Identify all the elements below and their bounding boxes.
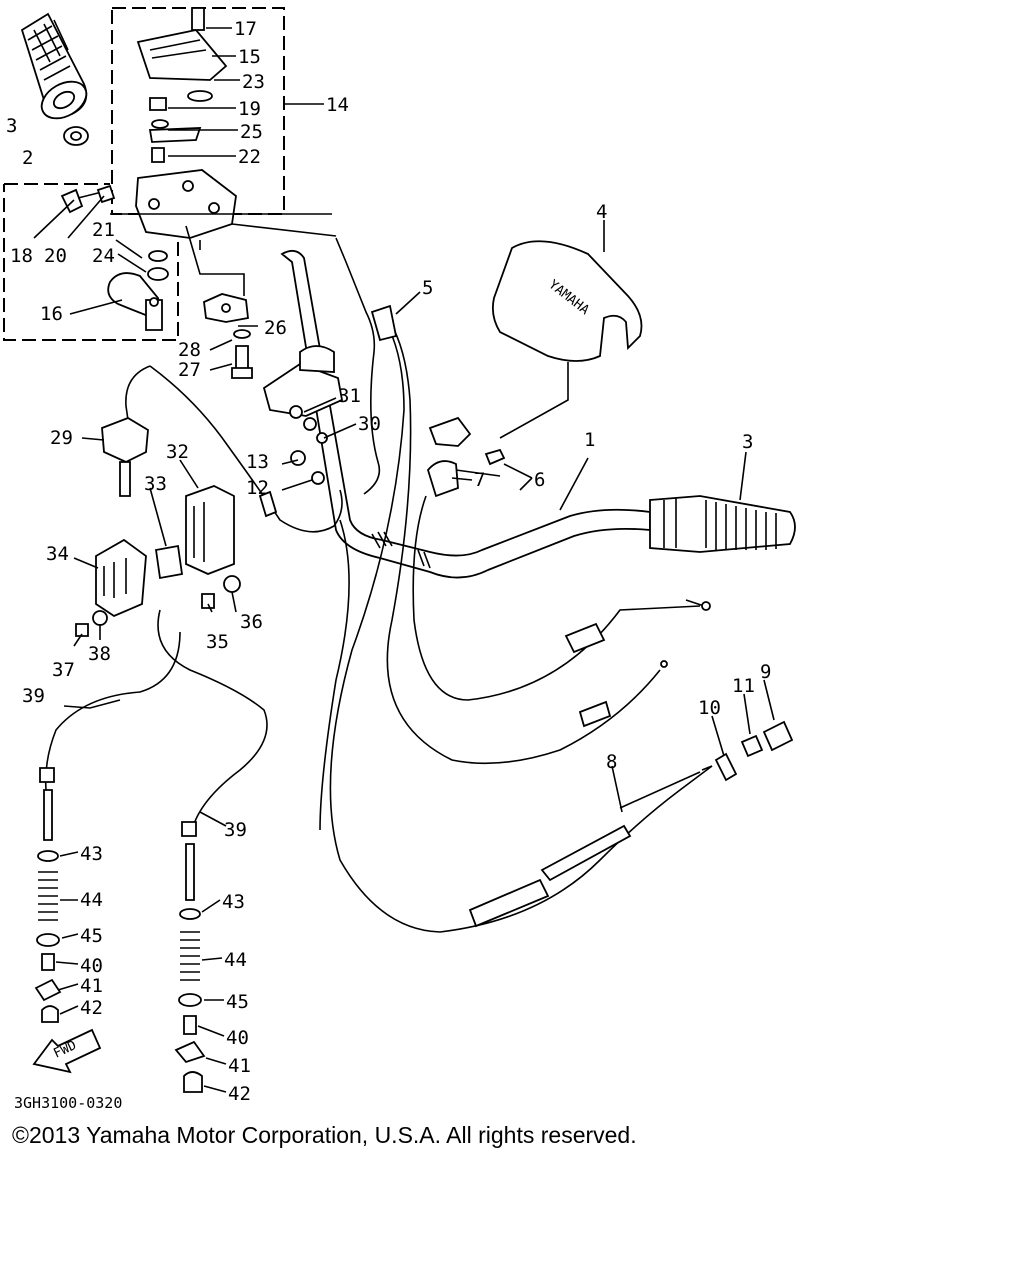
cover-34 bbox=[95, 538, 147, 618]
callout-18: 18 bbox=[10, 245, 33, 267]
callout-6: 6 bbox=[534, 469, 545, 491]
callout-26: 26 bbox=[264, 317, 287, 339]
callout-31: 31 bbox=[338, 385, 361, 407]
callout-41-left: 41 bbox=[80, 975, 103, 997]
callout-9: 9 bbox=[760, 661, 771, 683]
copyright-notice: ©2013 Yamaha Motor Corporation, U.S.A. A… bbox=[12, 1122, 637, 1148]
callout-32: 32 bbox=[166, 441, 189, 463]
callout-11: 11 bbox=[732, 675, 755, 697]
callout-23: 23 bbox=[242, 71, 265, 93]
callout-34: 34 bbox=[46, 543, 69, 565]
callout-29: 29 bbox=[50, 427, 73, 449]
callout-45-left: 45 bbox=[80, 925, 103, 947]
callout-43-right: 43 bbox=[222, 891, 245, 913]
callout-1: 1 bbox=[584, 429, 595, 451]
callout-41-right: 41 bbox=[228, 1055, 251, 1077]
callout-28: 28 bbox=[178, 339, 201, 361]
callout-3-left: 3 bbox=[6, 115, 17, 137]
assembly-16-dashed-box bbox=[3, 183, 200, 341]
right-grip bbox=[649, 495, 796, 553]
callout-20: 20 bbox=[44, 245, 67, 267]
callout-leaders bbox=[33, 27, 775, 1093]
callout-4: 4 bbox=[596, 201, 607, 223]
callout-15: 15 bbox=[238, 46, 261, 68]
washer-36 bbox=[223, 575, 241, 593]
bolt-27 bbox=[231, 345, 253, 379]
callout-3-right: 3 bbox=[742, 431, 753, 453]
callout-24: 24 bbox=[92, 245, 115, 267]
bracket bbox=[203, 293, 249, 323]
callout-12: 12 bbox=[246, 477, 269, 499]
callout-43-left: 43 bbox=[80, 843, 103, 865]
bracket-33 bbox=[154, 544, 184, 580]
callout-45-right: 45 bbox=[226, 991, 249, 1013]
left-grip bbox=[20, 12, 88, 120]
callout-17: 17 bbox=[234, 18, 257, 40]
washer-21-top bbox=[148, 250, 168, 262]
washer-38 bbox=[92, 610, 108, 626]
callout-7: 7 bbox=[474, 469, 485, 491]
callout-39-right: 39 bbox=[224, 819, 247, 841]
callout-42-left: 42 bbox=[80, 997, 103, 1019]
throttle-lever bbox=[107, 272, 163, 331]
callout-44-left: 44 bbox=[80, 889, 103, 911]
callout-40-right: 40 bbox=[226, 1027, 249, 1049]
callout-33: 33 bbox=[144, 473, 167, 495]
callout-39-left: 39 bbox=[22, 685, 45, 707]
callout-13: 13 bbox=[246, 451, 269, 473]
callout-38: 38 bbox=[88, 643, 111, 665]
diagram-code: 3GH3100-0320 bbox=[14, 1094, 122, 1112]
lever-holder bbox=[262, 345, 344, 485]
callout-42-right: 42 bbox=[228, 1083, 251, 1105]
throttle-cover bbox=[136, 7, 228, 102]
callout-labels: 3 2 17 15 23 19 14 25 22 21 18 20 24 16 … bbox=[6, 18, 771, 1112]
washer-24 bbox=[147, 267, 169, 281]
switch-32 bbox=[185, 485, 235, 575]
collar bbox=[63, 126, 89, 146]
assembly-leaders bbox=[110, 213, 337, 296]
callout-30: 30 bbox=[358, 413, 381, 435]
cable-end-parts bbox=[714, 720, 794, 782]
callout-5: 5 bbox=[422, 277, 433, 299]
washer-28 bbox=[233, 329, 251, 339]
handlebar-cover: YAMAHA bbox=[491, 240, 643, 362]
cable-end-right-stack bbox=[174, 821, 206, 1093]
screw-35 bbox=[201, 593, 215, 609]
callout-19: 19 bbox=[238, 98, 261, 120]
callout-44-right: 44 bbox=[224, 949, 247, 971]
callout-25: 25 bbox=[240, 121, 263, 143]
callout-40-left: 40 bbox=[80, 955, 103, 977]
callout-27: 27 bbox=[178, 359, 201, 381]
bolt-18 bbox=[60, 188, 103, 214]
clamp bbox=[426, 416, 506, 498]
cables bbox=[44, 237, 713, 933]
callout-16: 16 bbox=[40, 303, 63, 325]
cable-end-left-stack bbox=[34, 767, 62, 1023]
callout-8: 8 bbox=[606, 751, 617, 773]
screw-37 bbox=[75, 623, 89, 637]
fwd-arrow-icon: FWD bbox=[32, 1028, 102, 1074]
callout-14: 14 bbox=[326, 94, 349, 116]
callout-35: 35 bbox=[206, 631, 229, 653]
callout-10: 10 bbox=[698, 697, 721, 719]
callout-21: 21 bbox=[92, 219, 115, 241]
callout-36: 36 bbox=[240, 611, 263, 633]
throttle-housing bbox=[135, 169, 237, 239]
switch-29 bbox=[101, 417, 149, 497]
callout-2: 2 bbox=[22, 147, 33, 169]
nut-washer-stack bbox=[148, 97, 202, 163]
callout-22: 22 bbox=[238, 146, 261, 168]
callout-37: 37 bbox=[52, 659, 75, 681]
